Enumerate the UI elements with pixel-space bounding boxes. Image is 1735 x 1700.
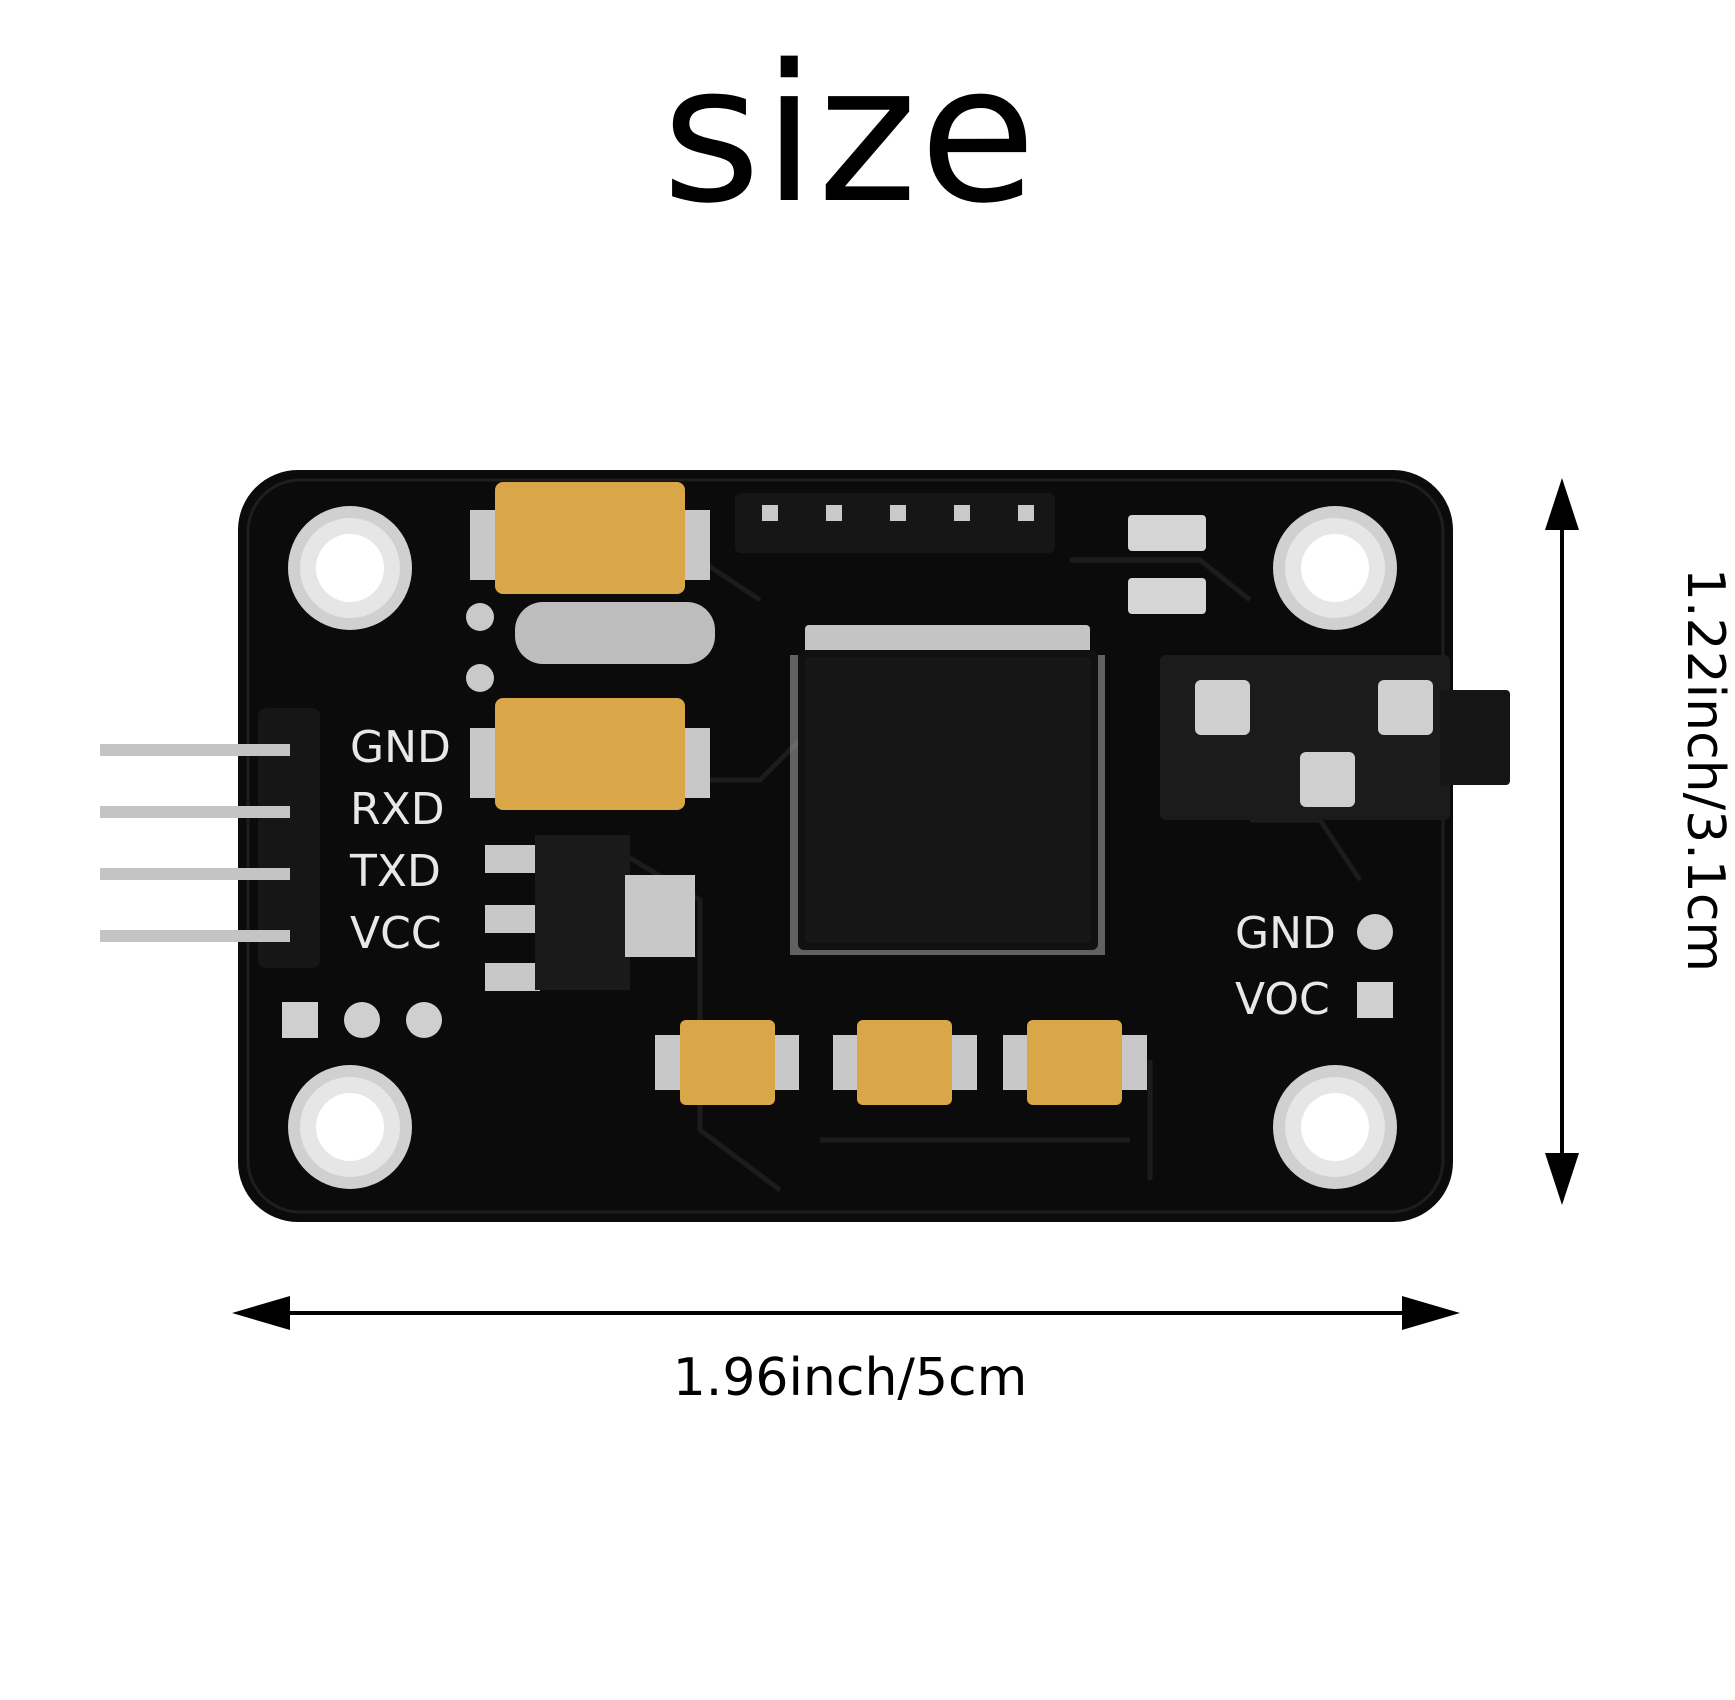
voltage-regulator (485, 835, 695, 991)
mounting-hole-top-right (1273, 506, 1397, 630)
status-leds (1128, 515, 1206, 614)
left-pin-header (100, 708, 320, 968)
mounting-hole-bottom-right (1273, 1065, 1397, 1189)
small-capacitor-2 (833, 1020, 977, 1105)
top-pin-header (735, 493, 1055, 553)
tantalum-capacitor-middle (470, 698, 710, 810)
page-title: size (661, 24, 1039, 245)
small-capacitor-3 (1003, 1020, 1147, 1105)
width-dimension-arrow (232, 1296, 1460, 1330)
main-ic-chip (790, 625, 1105, 955)
height-label: 1.22inch/3.1cm (1675, 567, 1735, 973)
pad-label-gnd: GND (1235, 908, 1336, 959)
module-photo: GND RXD TXD VCC (100, 470, 1579, 1330)
right-pads (1357, 914, 1393, 1018)
audio-jack (1160, 655, 1510, 820)
bottom-left-pads (282, 1002, 442, 1038)
width-label: 1.96inch/5cm (672, 1348, 1028, 1408)
pin-label-vcc: VCC (350, 908, 442, 959)
small-capacitor-1 (655, 1020, 799, 1105)
tantalum-capacitor-top (470, 482, 710, 594)
height-dimension-arrow (1545, 478, 1579, 1205)
mounting-hole-top-left (288, 506, 412, 630)
crystal-oscillator (466, 602, 715, 692)
pin-label-rxd: RXD (350, 784, 445, 835)
pin-label-txd: TXD (349, 846, 441, 897)
mounting-hole-bottom-left (288, 1065, 412, 1189)
pin-label-gnd: GND (350, 722, 451, 773)
pad-label-voc: VOC (1235, 974, 1330, 1025)
